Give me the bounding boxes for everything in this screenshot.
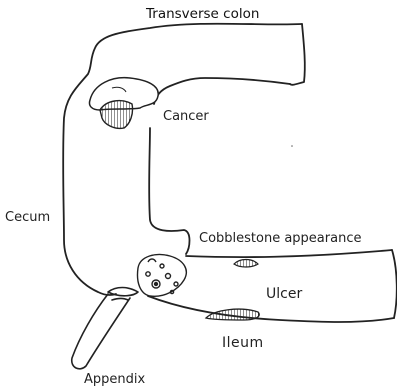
colon-inner-wall xyxy=(149,128,189,254)
ileum-upper-wall xyxy=(186,250,392,257)
cobblestone-patch xyxy=(138,255,187,297)
small-ulcer xyxy=(234,260,258,268)
cancer-lesion xyxy=(89,78,158,129)
appendix-fold xyxy=(112,299,128,301)
label-ulcer: Ulcer xyxy=(266,287,302,301)
label-appendix: Appendix xyxy=(84,373,145,386)
colon-inner-top xyxy=(154,78,290,104)
label-cecum: Cecum xyxy=(5,211,50,224)
colon-outer-wall xyxy=(63,24,302,295)
cobble-2 xyxy=(174,282,178,286)
label-cobblestone: Cobblestone appearance xyxy=(199,232,361,245)
colon-cut-end xyxy=(290,24,305,85)
speck xyxy=(291,145,293,147)
appendix-body xyxy=(72,294,130,369)
ileocecal-valve xyxy=(138,255,187,297)
appendix xyxy=(72,288,138,369)
appendix-base xyxy=(108,288,138,296)
cobble-1 xyxy=(166,274,171,279)
cobble-6 xyxy=(148,259,156,262)
label-transverse-colon: Transverse colon xyxy=(146,8,259,22)
cobble-3 xyxy=(160,264,164,268)
label-cancer: Cancer xyxy=(163,110,209,123)
cobble-4 xyxy=(146,272,150,276)
orifice-center xyxy=(155,283,158,286)
colon-outline xyxy=(63,24,305,295)
ileum-ulcer xyxy=(206,309,259,320)
ileum-cut-end xyxy=(392,250,397,318)
label-ileum: Ileum xyxy=(222,336,264,350)
